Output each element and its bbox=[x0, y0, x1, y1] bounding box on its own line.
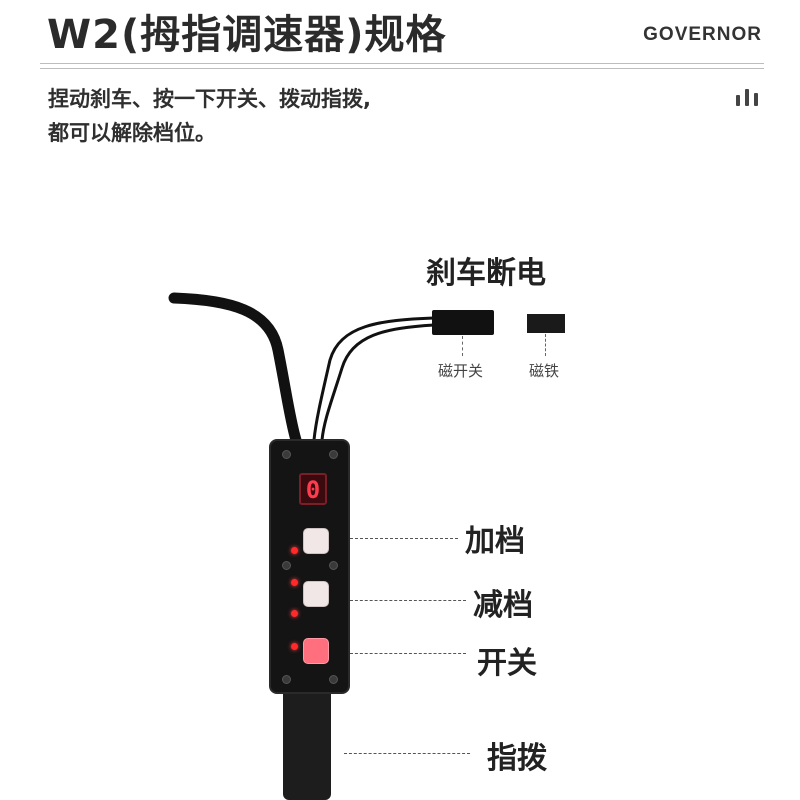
thumb-lever[interactable] bbox=[283, 694, 331, 800]
power-label: 开关 bbox=[477, 646, 537, 681]
screw bbox=[282, 675, 291, 684]
magnet-label: 磁铁 bbox=[529, 362, 560, 380]
gear-up-label: 加档 bbox=[465, 524, 525, 559]
power-led bbox=[291, 643, 298, 650]
screw bbox=[282, 561, 291, 570]
screw bbox=[329, 675, 338, 684]
header-divider-secondary bbox=[40, 68, 764, 69]
gear-down-label: 减档 bbox=[473, 588, 533, 623]
magnet-switch-leader bbox=[462, 336, 463, 356]
power-leader bbox=[350, 653, 466, 654]
thumb-lever-leader bbox=[344, 753, 470, 754]
brake-cutoff-title: 刹车断电 bbox=[426, 256, 546, 291]
magnet-switch-label: 磁开关 bbox=[438, 362, 484, 380]
gear-down-button[interactable] bbox=[303, 581, 329, 607]
magnet-leader bbox=[545, 334, 546, 356]
gear-display: 0 bbox=[299, 473, 327, 505]
header-divider bbox=[40, 63, 764, 64]
screw bbox=[329, 450, 338, 459]
screw bbox=[282, 450, 291, 459]
gear-up-button[interactable] bbox=[303, 528, 329, 554]
brand-label: GOVERNOR bbox=[643, 24, 762, 45]
gear-down-leader bbox=[350, 600, 466, 601]
thumb-lever-label: 指拨 bbox=[487, 741, 547, 776]
bars-icon bbox=[736, 88, 762, 106]
page-title: W2(拇指调速器)规格 bbox=[47, 12, 447, 58]
gear-led-1 bbox=[291, 547, 298, 554]
gear-led-2 bbox=[291, 579, 298, 586]
description-line-2: 都可以解除档位。 bbox=[48, 121, 216, 145]
description: 捏动刹车、按一下开关、拨动指拨, 都可以解除档位。 bbox=[48, 82, 371, 150]
gear-up-leader bbox=[350, 538, 458, 539]
gear-led-3 bbox=[291, 610, 298, 617]
power-button[interactable] bbox=[303, 638, 329, 664]
thumb-throttle-device: 0 bbox=[269, 439, 350, 694]
description-line-1: 捏动刹车、按一下开关、拨动指拨, bbox=[48, 87, 371, 111]
screw bbox=[329, 561, 338, 570]
